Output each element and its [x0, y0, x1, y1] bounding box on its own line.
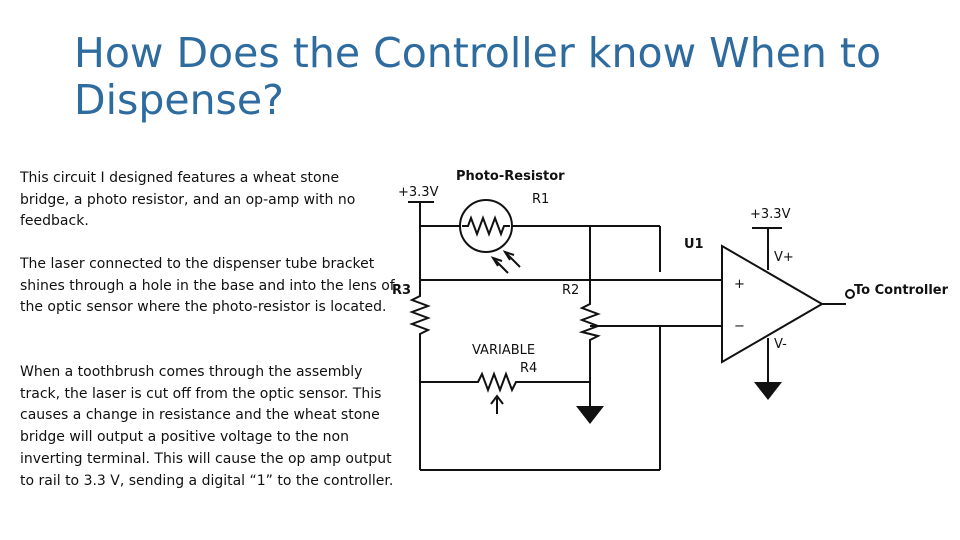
variable-label: VARIABLE	[472, 343, 535, 358]
paragraph-dispense-trigger: When a toothbrush comes through the asse…	[20, 364, 394, 489]
ground-right-icon	[754, 382, 782, 400]
paragraph-laser-setup: The laser connected to the dispenser tub…	[20, 256, 395, 316]
photo-resistor	[459, 199, 521, 274]
paragraph-circuit-overview: This circuit I designed features a wheat…	[20, 170, 356, 230]
r4-wiper-arrow	[490, 394, 504, 405]
output-label: To Controller	[854, 283, 949, 298]
vplus-label: V+	[774, 250, 794, 265]
supply-right-label: +3.3V	[750, 207, 791, 222]
u1-label: U1	[684, 237, 704, 252]
r4-resistor	[474, 371, 590, 393]
minus-sign: −	[734, 319, 745, 334]
output-node	[845, 289, 855, 299]
r2-label: R2	[562, 283, 579, 298]
ground-mid-icon	[576, 406, 604, 424]
r3-label: R3	[392, 283, 411, 298]
slide-title: How Does the Controller know When to Dis…	[74, 29, 882, 124]
photo-resistor-label: Photo-Resistor	[456, 169, 565, 184]
supply-left-label: +3.3V	[398, 185, 439, 200]
r2-resistor	[578, 300, 601, 350]
vminus-label: V-	[774, 337, 787, 352]
r4-label: R4	[520, 361, 537, 376]
r1-label: R1	[532, 192, 549, 207]
plus-sign: +	[734, 277, 745, 292]
op-amp-triangle	[721, 244, 824, 364]
r3-resistor	[409, 290, 431, 344]
